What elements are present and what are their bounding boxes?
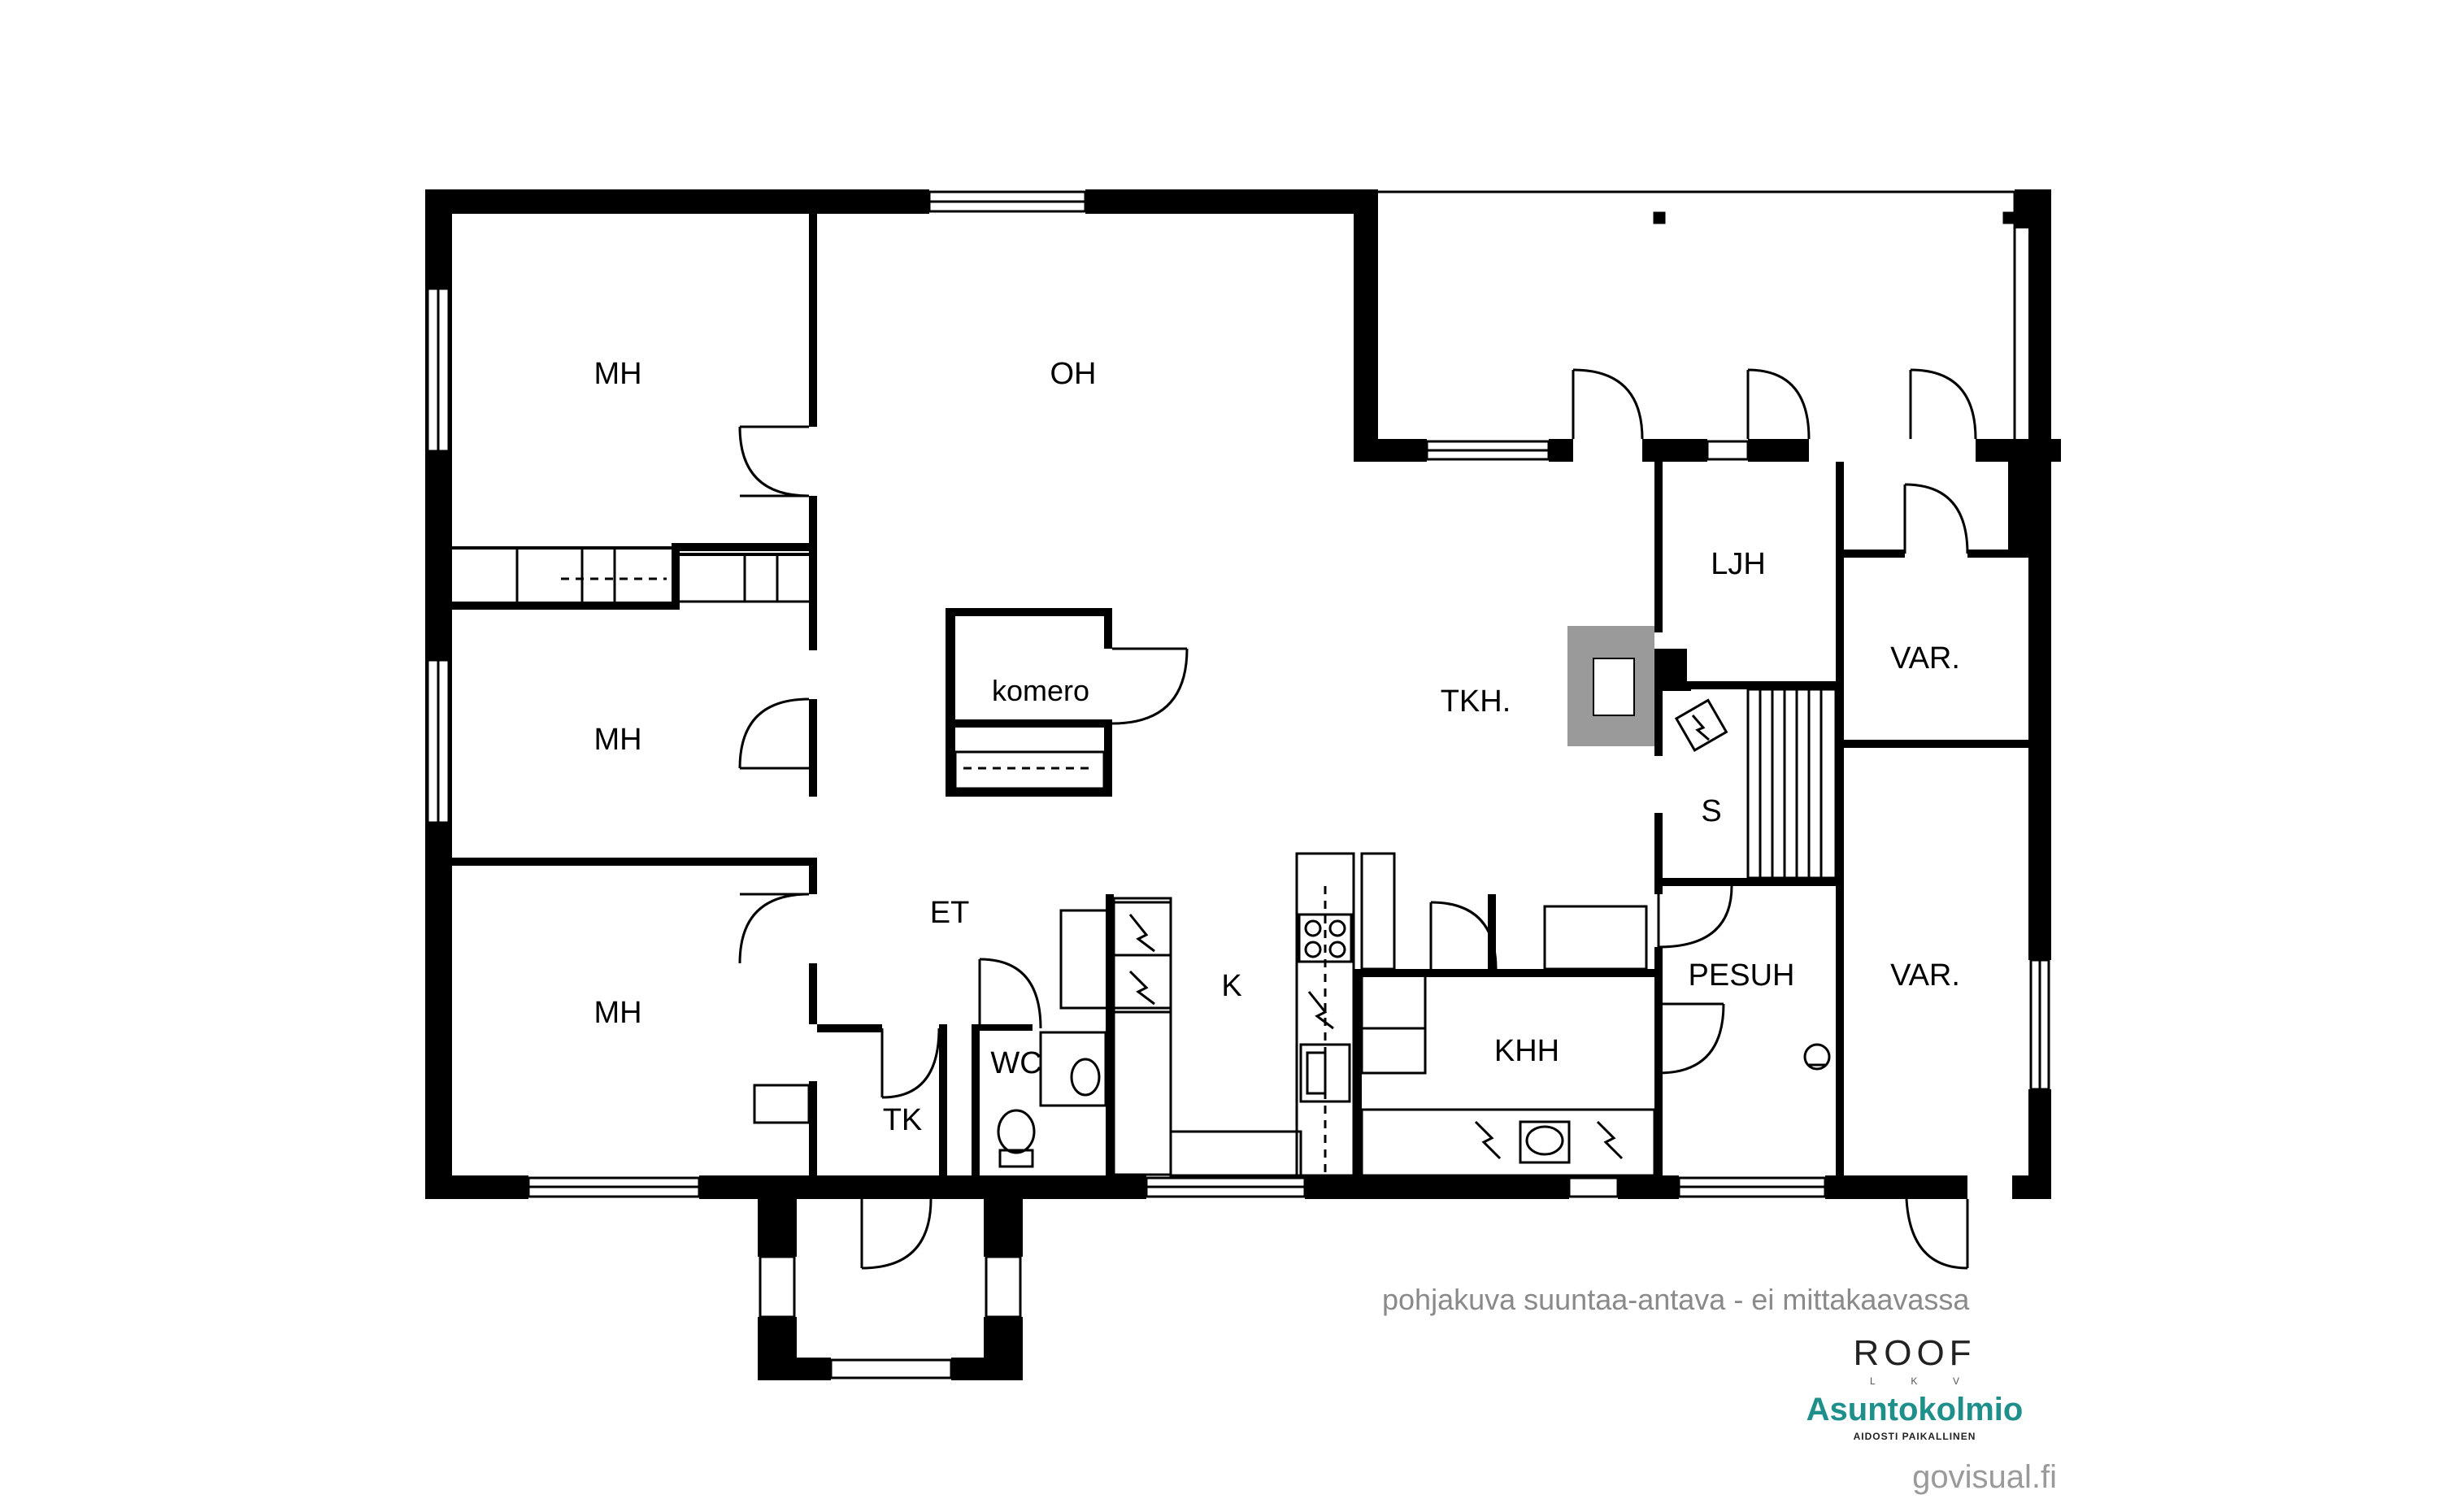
appliance-marks bbox=[1112, 715, 1710, 1160]
fireplace bbox=[1567, 626, 1654, 746]
room-label-komero: komero bbox=[992, 674, 1089, 707]
brand-logo-tagline: AIDOSTI PAIKALLINEN bbox=[1853, 1431, 1976, 1442]
room-label-khh: KHH bbox=[1494, 1034, 1559, 1068]
brand-logo: Asuntokolmio bbox=[1806, 1392, 2024, 1427]
exterior-walls bbox=[425, 189, 2061, 1380]
roof-logo-sub: L K V bbox=[1870, 1375, 1959, 1387]
roof-logo-sub-k: K bbox=[1911, 1375, 1918, 1387]
room-label-s: S bbox=[1701, 794, 1721, 828]
room-label-ljh: LJH bbox=[1711, 547, 1766, 581]
room-label-mh-bottom: MH bbox=[593, 996, 641, 1030]
disclaimer-text: pohjakuva suuntaa-antava - ei mittakaava… bbox=[1382, 1283, 1970, 1316]
credit-text: govisual.fi bbox=[1912, 1459, 2057, 1495]
fixtures bbox=[515, 550, 1837, 1177]
room-label-var-bottom: VAR. bbox=[1890, 958, 1960, 993]
roof-logo-sub-v: V bbox=[1952, 1375, 1959, 1387]
room-label-tk: TK bbox=[883, 1103, 923, 1137]
room-label-et: ET bbox=[930, 896, 970, 930]
terrace-outline bbox=[1378, 190, 2016, 439]
room-label-oh: OH bbox=[1050, 357, 1097, 391]
doors bbox=[738, 368, 1977, 1270]
windows bbox=[426, 190, 2050, 1379]
room-label-k: K bbox=[1221, 969, 1241, 1003]
room-label-mh-top: MH bbox=[593, 357, 641, 391]
roof-logo-sub-l: L bbox=[1870, 1375, 1876, 1387]
room-label-var-top: VAR. bbox=[1890, 641, 1960, 676]
roof-logo: ROOF bbox=[1853, 1333, 1976, 1373]
room-label-wc: WC bbox=[990, 1046, 1041, 1080]
room-label-mh-middle: MH bbox=[593, 723, 641, 757]
room-label-tkh: TKH. bbox=[1441, 684, 1511, 719]
interior-walls bbox=[452, 214, 2028, 1175]
room-label-pesuh: PESUH bbox=[1689, 958, 1795, 993]
room-labels: MH MH MH OH komero TKH. ET K WC TK KHH L… bbox=[593, 357, 1959, 1137]
